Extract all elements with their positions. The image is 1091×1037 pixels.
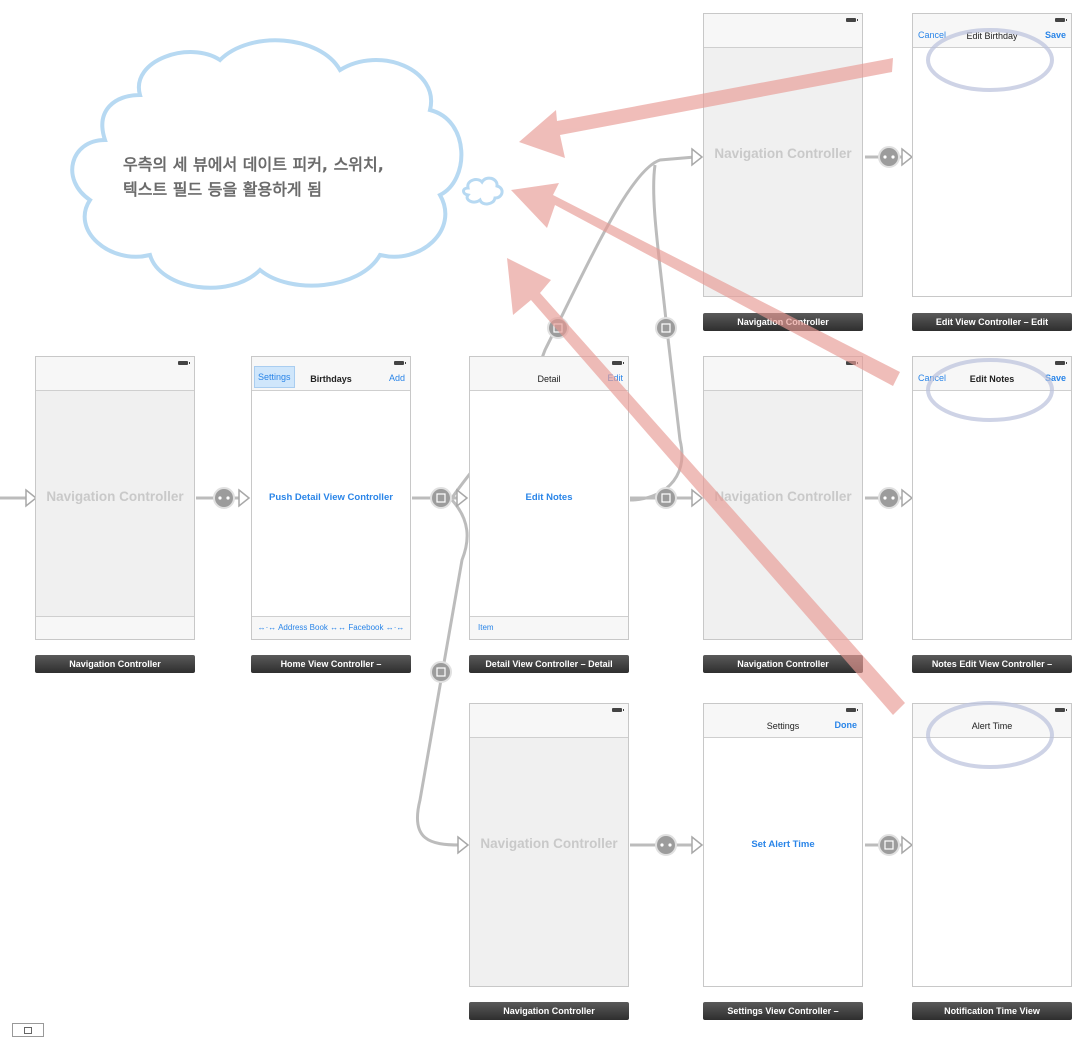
arrowhead-10	[901, 835, 914, 855]
navigation-bar	[704, 14, 862, 48]
scene-caption[interactable]: Navigation Controller	[703, 313, 863, 331]
segue-modal-icon[interactable]	[547, 317, 569, 339]
arrowhead-8	[457, 835, 470, 855]
toolbar-items[interactable]: ↔·↔ Address Book ↔↔ Facebook ↔·↔	[257, 623, 405, 632]
scene-edit-birthday[interactable]: Cancel Edit Birthday Save	[912, 13, 1072, 297]
segue-push-icon[interactable]	[878, 834, 900, 856]
push-detail-label[interactable]: Push Detail View Controller	[269, 492, 393, 503]
segue-line-detail-to-nav-settings	[415, 498, 469, 847]
edit-notes-button[interactable]: Edit Notes	[525, 492, 573, 503]
segue-root-relationship-icon[interactable]	[213, 487, 235, 509]
nav-title: Alert Time	[971, 721, 1013, 731]
edit-button[interactable]: Edit	[607, 373, 623, 383]
scene-nav-settings[interactable]: Navigation Controller	[469, 703, 629, 987]
battery-icon	[846, 708, 858, 712]
nav-title: Birthdays	[310, 374, 352, 384]
add-button[interactable]: Add	[388, 373, 405, 383]
battery-icon	[1055, 361, 1067, 365]
navigation-bar: Cancel Edit Notes Save	[913, 357, 1071, 391]
arrowhead-2	[238, 488, 251, 508]
set-alert-time-button[interactable]: Set Alert Time	[751, 839, 815, 850]
scene-caption[interactable]: Detail View Controller – Detail	[469, 655, 629, 673]
cloud-line-2: 텍스트 필드 등을 활용하게 됨	[123, 180, 322, 199]
scene-nav-edit-notes[interactable]: Navigation Controller	[703, 356, 863, 640]
toolbar: ↔·↔ Address Book ↔↔ Facebook ↔·↔	[252, 616, 410, 639]
navigation-bar	[36, 357, 194, 391]
scene-home[interactable]: Settings Birthdays Add Push Detail View …	[251, 356, 411, 640]
scene-caption[interactable]: Notification Time View	[912, 1002, 1072, 1020]
scene-nav-main[interactable]: Navigation Controller	[35, 356, 195, 640]
battery-icon	[846, 361, 858, 365]
settings-button[interactable]: Settings	[254, 366, 295, 388]
scene-settings[interactable]: Settings Done Set Alert Time	[703, 703, 863, 987]
battery-icon	[1055, 708, 1067, 712]
save-button[interactable]: Save	[1044, 30, 1066, 40]
scene-caption[interactable]: Edit View Controller – Edit	[912, 313, 1072, 331]
cloud-line-1: 우측의 세 뷰에서 데이트 피커, 스위치,	[123, 155, 384, 174]
scene-title: Navigation Controller	[46, 489, 184, 504]
scene-caption[interactable]: Navigation Controller	[35, 655, 195, 673]
cloud-annotation-text: 우측의 세 뷰에서 데이트 피커, 스위치, 텍스트 필드 등을 활용하게 됨	[123, 152, 443, 202]
navigation-bar: Cancel Edit Birthday Save	[913, 14, 1071, 48]
arrowhead-6	[901, 147, 914, 167]
scene-nav-edit-birthday[interactable]: Navigation Controller	[703, 13, 863, 297]
scene-caption[interactable]: Navigation Controller	[469, 1002, 629, 1020]
arrowhead-1	[25, 488, 38, 508]
battery-icon	[1055, 18, 1067, 22]
scene-title: Navigation Controller	[480, 836, 618, 851]
segue-modal-icon[interactable]	[655, 317, 677, 339]
segue-root-relationship-icon[interactable]	[655, 834, 677, 856]
toolbar: Item	[470, 616, 628, 639]
segue-modal-icon[interactable]	[655, 487, 677, 509]
battery-icon	[178, 361, 190, 365]
navigation-bar: Alert Time	[913, 704, 1071, 738]
scene-edit-notes[interactable]: Cancel Edit Notes Save	[912, 356, 1072, 640]
save-button[interactable]: Save	[1044, 373, 1066, 383]
arrowhead-5	[691, 488, 704, 508]
battery-icon	[394, 361, 406, 365]
scene-title: Navigation Controller	[714, 146, 852, 161]
scene-detail[interactable]: Detail Edit Edit Notes Item	[469, 356, 629, 640]
battery-icon	[612, 361, 624, 365]
nav-title: Detail	[537, 374, 561, 384]
scene-caption[interactable]: Settings View Controller –	[703, 1002, 863, 1020]
scene-title: Navigation Controller	[714, 489, 852, 504]
battery-icon	[612, 708, 624, 712]
toolbar	[36, 616, 194, 639]
toolbar-item[interactable]: Item	[478, 623, 494, 632]
scene-alert-time[interactable]: Alert Time	[912, 703, 1072, 987]
navigation-bar: Settings Done	[704, 704, 862, 738]
segue-root-relationship-icon[interactable]	[878, 487, 900, 509]
scene-caption[interactable]: Notes Edit View Controller –	[912, 655, 1072, 673]
scene-caption[interactable]: Home View Controller –	[251, 655, 411, 673]
nav-title: Settings	[766, 721, 800, 731]
segue-push-icon[interactable]	[430, 487, 452, 509]
segue-root-relationship-icon[interactable]	[878, 146, 900, 168]
segue-modal-icon[interactable]	[430, 661, 452, 683]
navigation-bar	[470, 704, 628, 738]
arrowhead-9	[691, 835, 704, 855]
navigation-bar	[704, 357, 862, 391]
done-button[interactable]: Done	[834, 720, 858, 730]
arrowhead-4	[691, 147, 704, 167]
arrowhead-3	[456, 488, 469, 508]
zoom-control[interactable]	[12, 1023, 44, 1037]
battery-icon	[846, 18, 858, 22]
navigation-bar: Detail Edit	[470, 357, 628, 391]
arrowhead-7	[901, 488, 914, 508]
scene-caption[interactable]: Navigation Controller	[703, 655, 863, 673]
navigation-bar: Settings Birthdays Add	[252, 357, 410, 391]
